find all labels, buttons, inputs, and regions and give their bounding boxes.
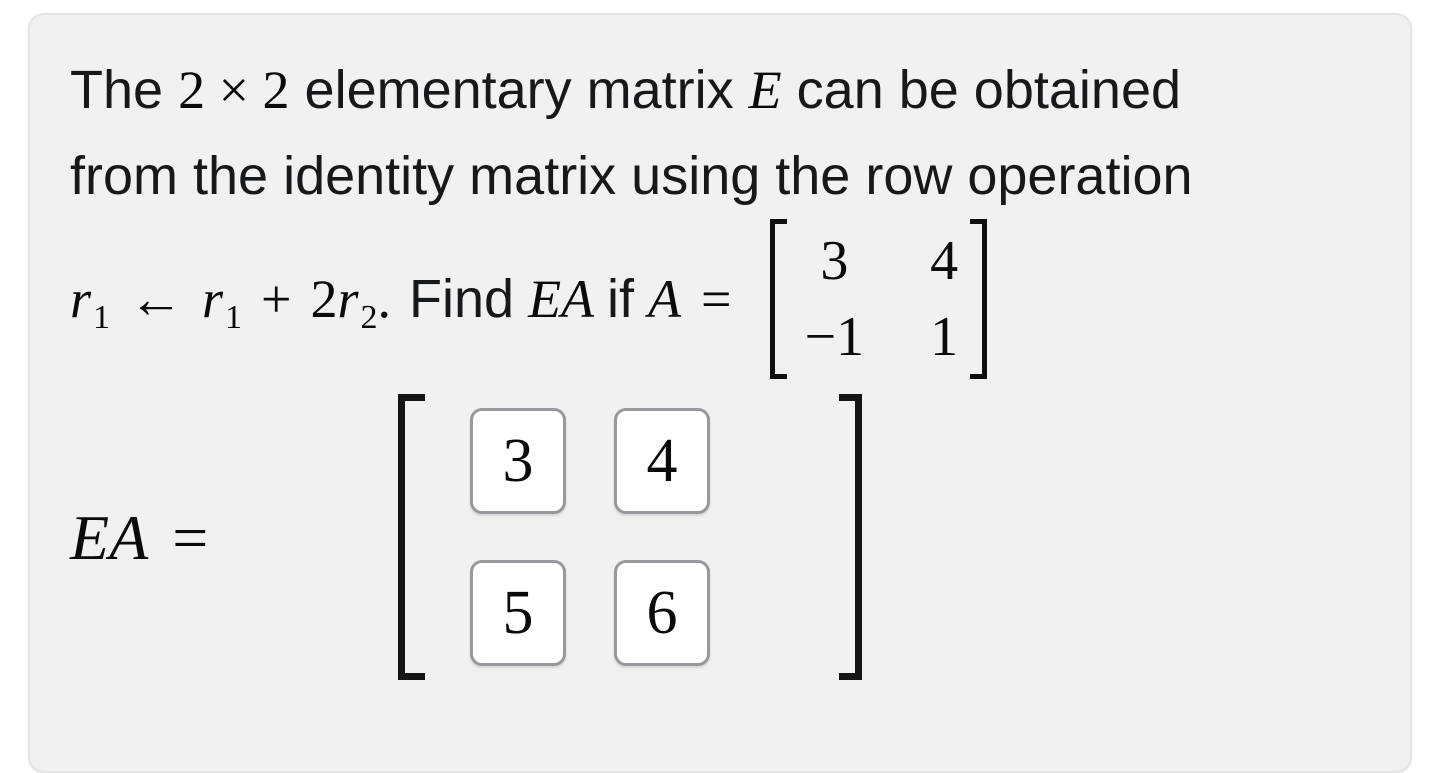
math-E: E xyxy=(748,60,782,120)
problem-text: elementary matrix xyxy=(289,60,749,120)
plus-operator: + xyxy=(261,269,292,329)
problem-line-2: from the identity matrix using the row o… xyxy=(70,133,1370,219)
left-arrow-operator: ← xyxy=(129,269,184,329)
entry-value: 6 xyxy=(646,578,678,647)
problem-text-if: if xyxy=(607,269,635,329)
matrix-entry-input-11[interactable]: 3 xyxy=(470,408,566,514)
matrix-entry-input-21[interactable]: 5 xyxy=(470,560,566,666)
matrix-a-cell-21: −1 xyxy=(804,306,865,368)
problem-line-3: r1←r1+2r2. Find EA if A = 3 4 −1 1 xyxy=(70,219,1370,379)
left-bracket xyxy=(398,394,425,680)
equals-sign: = xyxy=(172,501,209,573)
equals-sign: = xyxy=(701,269,732,329)
problem-text: can be obtained xyxy=(781,60,1182,120)
answer-grid: 3 4 5 6 xyxy=(470,408,710,666)
matrix-entry-input-22[interactable]: 6 xyxy=(614,560,710,666)
entry-value: 3 xyxy=(502,426,534,495)
right-bracket xyxy=(839,394,862,680)
math-EA: EA xyxy=(528,269,595,329)
problem-text-find: Find xyxy=(409,269,515,329)
entry-value: 4 xyxy=(646,426,678,495)
answer-matrix: 3 4 5 6 xyxy=(398,394,862,680)
math-2x2: 2 × 2 xyxy=(178,60,290,120)
left-bracket xyxy=(769,219,787,379)
matrix-a-cell-12: 4 xyxy=(930,230,959,292)
answer-label: EA = xyxy=(70,500,208,575)
row-operation-expression: r1←r1+2r2. xyxy=(70,269,392,336)
matrix-a-cell-11: 3 xyxy=(820,230,849,292)
matrix-a-grid: 3 4 −1 1 xyxy=(787,219,971,379)
matrix-a: 3 4 −1 1 xyxy=(769,219,988,379)
matrix-a-cell-22: 1 xyxy=(930,306,959,368)
problem-content: The 2 × 2 elementary matrix E can be obt… xyxy=(30,15,1410,680)
math-EA: EA xyxy=(70,501,149,573)
right-bracket xyxy=(970,219,988,379)
entry-value: 5 xyxy=(502,578,534,647)
problem-line-1: The 2 × 2 elementary matrix E can be obt… xyxy=(70,47,1370,133)
matrix-entry-input-12[interactable]: 4 xyxy=(614,408,710,514)
math-A: A xyxy=(648,269,682,329)
problem-card: The 2 × 2 elementary matrix E can be obt… xyxy=(28,13,1412,773)
problem-text: The xyxy=(70,60,179,120)
problem-text: from the identity matrix using the row o… xyxy=(70,146,1193,206)
answer-row: EA = 3 4 5 6 xyxy=(70,394,1370,680)
